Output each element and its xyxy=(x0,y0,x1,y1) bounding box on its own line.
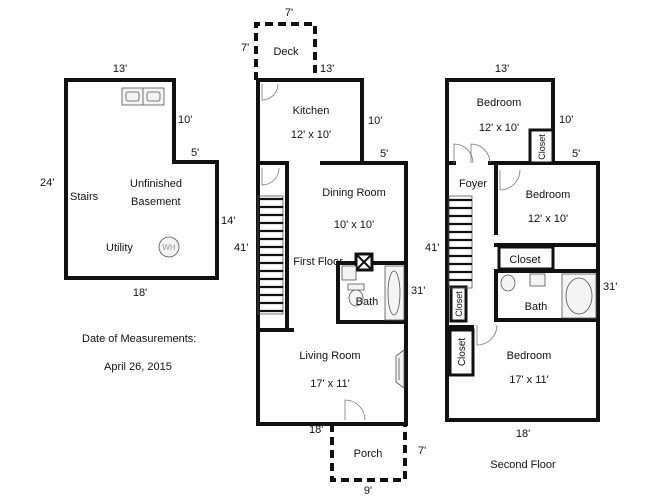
second-dim-notch: 5' xyxy=(572,148,580,160)
basement-stairs-label: Stairs xyxy=(70,191,99,203)
closet-mid-label: Closet xyxy=(509,254,540,266)
second-bath-toilet-icon xyxy=(500,274,516,292)
second-floor-exterior-walls xyxy=(445,78,600,422)
porch-label: Porch xyxy=(354,448,383,460)
porch-dim-bottom: 9' xyxy=(364,485,372,497)
basement-dim-top: 13' xyxy=(113,63,127,75)
second-bath-tub-icon xyxy=(561,273,597,319)
deck-dim-left: 7' xyxy=(241,42,249,54)
dining-label: Dining Room xyxy=(322,187,386,199)
second-dim-left: 41' xyxy=(425,242,439,254)
second-floor-stairs xyxy=(448,195,473,289)
low-closet-box xyxy=(448,328,475,377)
first-dim-bottom: 18' xyxy=(309,424,323,436)
second-bath-label: Bath xyxy=(525,301,548,313)
first-floor-stairs xyxy=(257,195,284,315)
bedroom2-size: 12' x 10' xyxy=(528,213,568,225)
first-dim-notch: 5' xyxy=(380,148,388,160)
left-closet-box xyxy=(449,285,468,323)
first-dim-right-upper: 10' xyxy=(368,115,382,127)
bedroom2-label: Bedroom xyxy=(526,189,571,201)
top-closet-box xyxy=(528,128,555,165)
basement-walls xyxy=(64,78,219,280)
water-heater-label: WH xyxy=(162,243,176,252)
measurements-date: April 26, 2015 xyxy=(104,361,172,373)
first-bath-label: Bath xyxy=(356,296,379,308)
basement-dim-bottom: 18' xyxy=(133,287,147,299)
porch-outline xyxy=(330,424,407,482)
closet-top-label: Closet xyxy=(537,134,547,160)
second-floor-plan: 13' 10' 5' 41' 31' 18' Second Floor Bedr… xyxy=(425,63,617,471)
second-dim-bottom: 18' xyxy=(516,428,530,440)
closet-low-label: Closet xyxy=(457,338,468,367)
first-floor-plan: 7' 7' 13' 10' 5' 41' 31' 18' 7' 9' Deck … xyxy=(234,7,426,497)
bedroom3-label: Bedroom xyxy=(507,350,552,362)
second-bath-sink-icon xyxy=(529,273,546,287)
bedroom1-label: Bedroom xyxy=(477,97,522,109)
basement-room-label-2: Basement xyxy=(131,196,181,208)
measurements-label: Date of Measurements: xyxy=(82,333,196,345)
first-dim-right: 31' xyxy=(411,285,425,297)
second-floor-title: Second Floor xyxy=(490,459,556,471)
water-heater-icon xyxy=(158,236,180,258)
bedroom3-size: 17' x 11' xyxy=(509,374,548,386)
first-bath-sink-icon xyxy=(341,265,357,281)
basement-utility-label: Utility xyxy=(106,242,133,254)
first-floor-title: First Floor xyxy=(293,256,343,268)
kitchen-label: Kitchen xyxy=(293,105,330,117)
basement-dim-notch: 5' xyxy=(191,147,199,159)
second-dim-right-upper: 10' xyxy=(559,114,573,126)
foyer-label: Foyer xyxy=(459,178,487,190)
second-dim-right: 31' xyxy=(603,281,617,293)
first-bath-tub-icon xyxy=(384,265,405,321)
deck-dim-top: 7' xyxy=(285,7,293,19)
chimney-icon xyxy=(354,252,374,272)
basement-dim-right-lower: 14' xyxy=(221,215,235,227)
living-label: Living Room xyxy=(299,350,360,362)
basement-dim-left: 24' xyxy=(40,177,54,189)
deck-label: Deck xyxy=(273,46,299,58)
kitchen-size: 12' x 10' xyxy=(291,129,331,141)
basement-room-label-1: Unfinished xyxy=(130,178,182,190)
porch-dim-right: 7' xyxy=(418,445,426,457)
fireplace-icon xyxy=(395,349,405,389)
closet-left-label: Closet xyxy=(454,291,464,317)
basement-plan: WH 13' 10' 5' 24' 14' 18' Stairs Unfinis… xyxy=(40,63,235,299)
basement-dim-right-upper: 10' xyxy=(178,114,192,126)
second-dim-top: 13' xyxy=(495,63,509,75)
first-floor-exterior-walls xyxy=(256,78,408,426)
deck-outline xyxy=(254,22,317,80)
bedroom1-size: 12' x 10' xyxy=(479,122,519,134)
living-size: 17' x 11' xyxy=(310,378,349,390)
first-dim-left: 41' xyxy=(234,242,248,254)
dining-size: 10' x 10' xyxy=(334,219,374,231)
first-dim-top: 13' xyxy=(320,63,334,75)
